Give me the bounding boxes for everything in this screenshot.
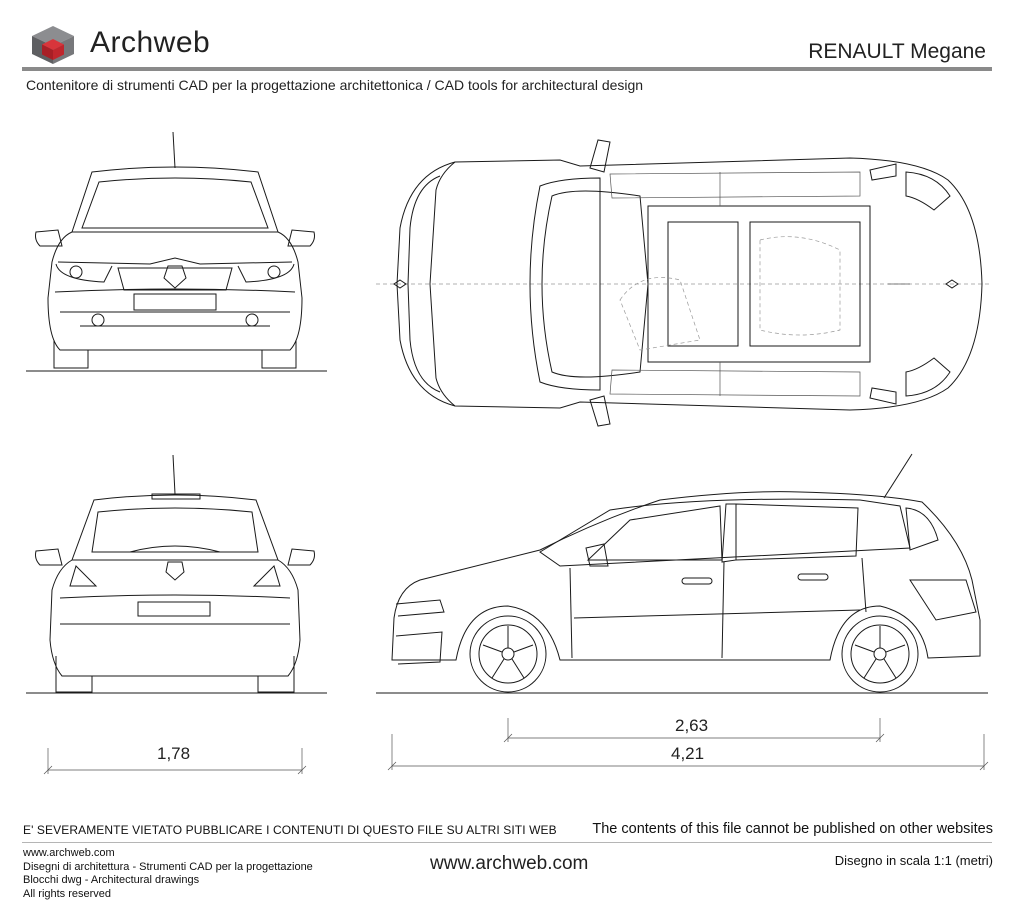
footer-line: All rights reserved xyxy=(23,887,112,900)
footer-website: www.archweb.com xyxy=(430,853,589,874)
front-view xyxy=(26,132,327,371)
archweb-logo-icon xyxy=(32,26,74,64)
footer-line: www.archweb.com xyxy=(23,847,115,859)
dimension-length: 4,21 xyxy=(671,744,705,763)
page-title: RENAULT Megane xyxy=(808,40,986,63)
header-divider xyxy=(22,67,992,71)
dimension-width: 1,78 xyxy=(157,744,191,763)
page-subtitle: Contenitore di strumenti CAD per la prog… xyxy=(26,77,644,93)
footer-line: Blocchi dwg - Architectural drawings xyxy=(23,874,200,887)
warning-english: The contents of this file cannot be publ… xyxy=(592,821,993,837)
dimension-wheelbase: 2,63 xyxy=(675,716,709,735)
brand-name: Archweb xyxy=(90,26,211,59)
footer-line: Disegni di architettura - Strumenti CAD … xyxy=(23,860,313,873)
footer-credits: www.archweb.com Disegni di architettura … xyxy=(23,847,313,901)
rear-view xyxy=(26,455,327,693)
warning-italian: E' SEVERAMENTE VIETATO PUBBLICARE I CONT… xyxy=(23,823,557,837)
dimension-lines xyxy=(44,718,988,774)
top-view xyxy=(376,140,990,426)
scale-note: Disegno in scala 1:1 (metri) xyxy=(834,853,993,868)
side-view xyxy=(376,454,988,693)
footer-divider xyxy=(22,842,992,843)
